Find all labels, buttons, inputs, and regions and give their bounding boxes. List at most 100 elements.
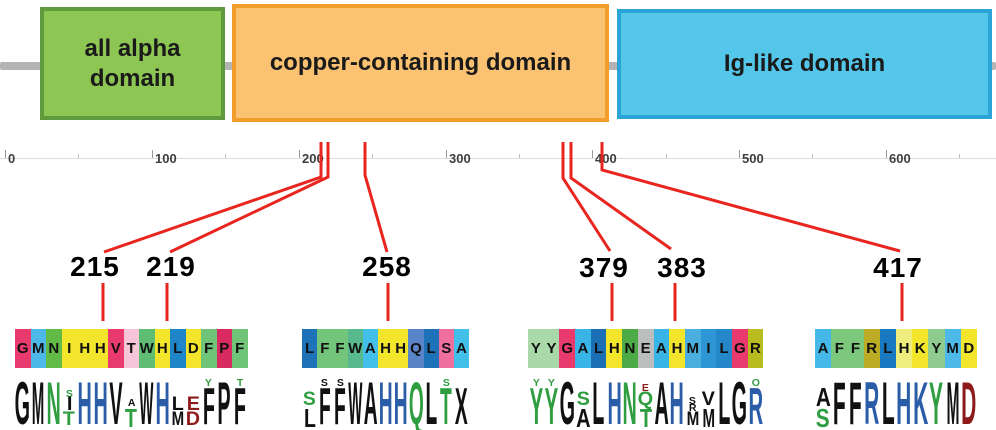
- logo-letter-R: R: [748, 378, 763, 430]
- logo-letter-S: S: [336, 377, 344, 389]
- consensus-cell: I: [700, 329, 717, 368]
- consensus-cell: N: [46, 329, 62, 368]
- logo-letter-H: H: [896, 370, 912, 430]
- consensus-cell: H: [92, 329, 108, 368]
- consensus-cell: D: [185, 329, 201, 368]
- logo-letter-V: V: [109, 370, 123, 430]
- logo-column: L: [591, 370, 607, 430]
- consensus-cell: I: [61, 329, 77, 368]
- logo-letter-L: L: [592, 370, 605, 430]
- consensus-cell: Y: [928, 329, 945, 368]
- logo-column: P: [217, 370, 233, 430]
- consensus-cell: R: [863, 329, 880, 368]
- consensus-cell: H: [154, 329, 170, 368]
- domain-box-2: copper-containing domain: [232, 4, 609, 122]
- consensus-cell: Y: [528, 329, 544, 368]
- logo-column: H: [606, 370, 622, 430]
- consensus-cell: F: [831, 329, 848, 368]
- consensus-cell: L: [590, 329, 607, 368]
- logo-letter-A: A: [575, 402, 591, 430]
- logo-column: G: [15, 370, 31, 430]
- ruler-tick-label: 500: [742, 151, 764, 166]
- logo-column: M: [945, 370, 961, 430]
- consensus-cell: D: [960, 329, 977, 368]
- logo-letter-E: E: [642, 383, 650, 395]
- ruler-major-tick: [886, 150, 887, 158]
- logo-letter-Y: Y: [548, 377, 556, 389]
- logo-letter-H: H: [93, 370, 108, 430]
- ruler-major-tick: [152, 150, 153, 158]
- logo-letter-D: D: [961, 370, 977, 430]
- ruler-major-tick: [299, 150, 300, 158]
- logo-letter-F: F: [334, 378, 346, 430]
- logo-column: H: [896, 370, 912, 430]
- logo-letter-Y: Y: [529, 378, 543, 430]
- consensus-cell: G: [15, 329, 31, 368]
- ruler-tick-label: 100: [155, 151, 177, 166]
- consensus-cell: H: [895, 329, 913, 368]
- ruler-tick-label: 600: [889, 151, 911, 166]
- logo-letter-G: G: [732, 370, 748, 430]
- logo-column: H: [378, 370, 393, 430]
- consensus-cell: H: [377, 329, 394, 368]
- logo-column: H: [393, 370, 408, 430]
- domain-box-3: Ig-like domain: [617, 9, 992, 119]
- logo-letter-T: T: [236, 377, 243, 389]
- position-label-383: 383: [657, 252, 707, 283]
- logo-letter-Y: Y: [544, 378, 559, 430]
- logo-letter-M: M: [32, 370, 45, 430]
- logo-letter-Y: Y: [205, 377, 213, 389]
- consensus-cell: H: [669, 329, 685, 368]
- consensus-cell: T: [123, 329, 139, 368]
- logo-column: L: [880, 370, 896, 430]
- logo-column: A: [363, 370, 378, 430]
- logo-letter-A: A: [654, 370, 669, 430]
- logo-letter-V: V: [701, 388, 716, 410]
- ruler-major-tick: [739, 150, 740, 158]
- consensus-cell: A: [815, 329, 832, 368]
- position-label-258: 258: [362, 251, 412, 282]
- logo-column: W: [348, 370, 363, 430]
- logo-letter-A: A: [815, 382, 831, 413]
- consensus-cell: G: [731, 329, 748, 368]
- logo-letter-G: G: [559, 370, 575, 430]
- logo-letter-H: H: [77, 370, 92, 430]
- logo-letter-S: S: [65, 388, 73, 400]
- ruler-tick-label: 300: [449, 151, 471, 166]
- consensus-cell: R: [747, 329, 764, 368]
- consensus-cell: F: [847, 329, 864, 368]
- consensus-cell: W: [139, 329, 155, 368]
- logo-letter-T: T: [440, 378, 453, 430]
- logo-letter-N: N: [622, 370, 638, 430]
- logo-letter-K: K: [912, 370, 928, 430]
- logo-letter-H: H: [155, 370, 170, 430]
- ruler-minor-tick: [519, 154, 520, 158]
- logo-letter-R: R: [864, 370, 880, 430]
- consensus-cell: L: [423, 329, 439, 368]
- consensus-cell: A: [575, 329, 591, 368]
- logo-letter-H: H: [669, 370, 685, 430]
- logo-column: L: [716, 370, 732, 430]
- logo-column: F: [847, 370, 863, 430]
- logo-column: V: [108, 370, 124, 430]
- consensus-cell: Q: [408, 329, 424, 368]
- logo-letter-T: T: [63, 409, 76, 430]
- ruler-minor-tick: [666, 154, 667, 158]
- logo-column: D: [961, 370, 977, 430]
- consensus-cell: H: [606, 329, 623, 368]
- logo-letter-A: A: [363, 370, 378, 430]
- logo-letter-R: R: [688, 403, 697, 415]
